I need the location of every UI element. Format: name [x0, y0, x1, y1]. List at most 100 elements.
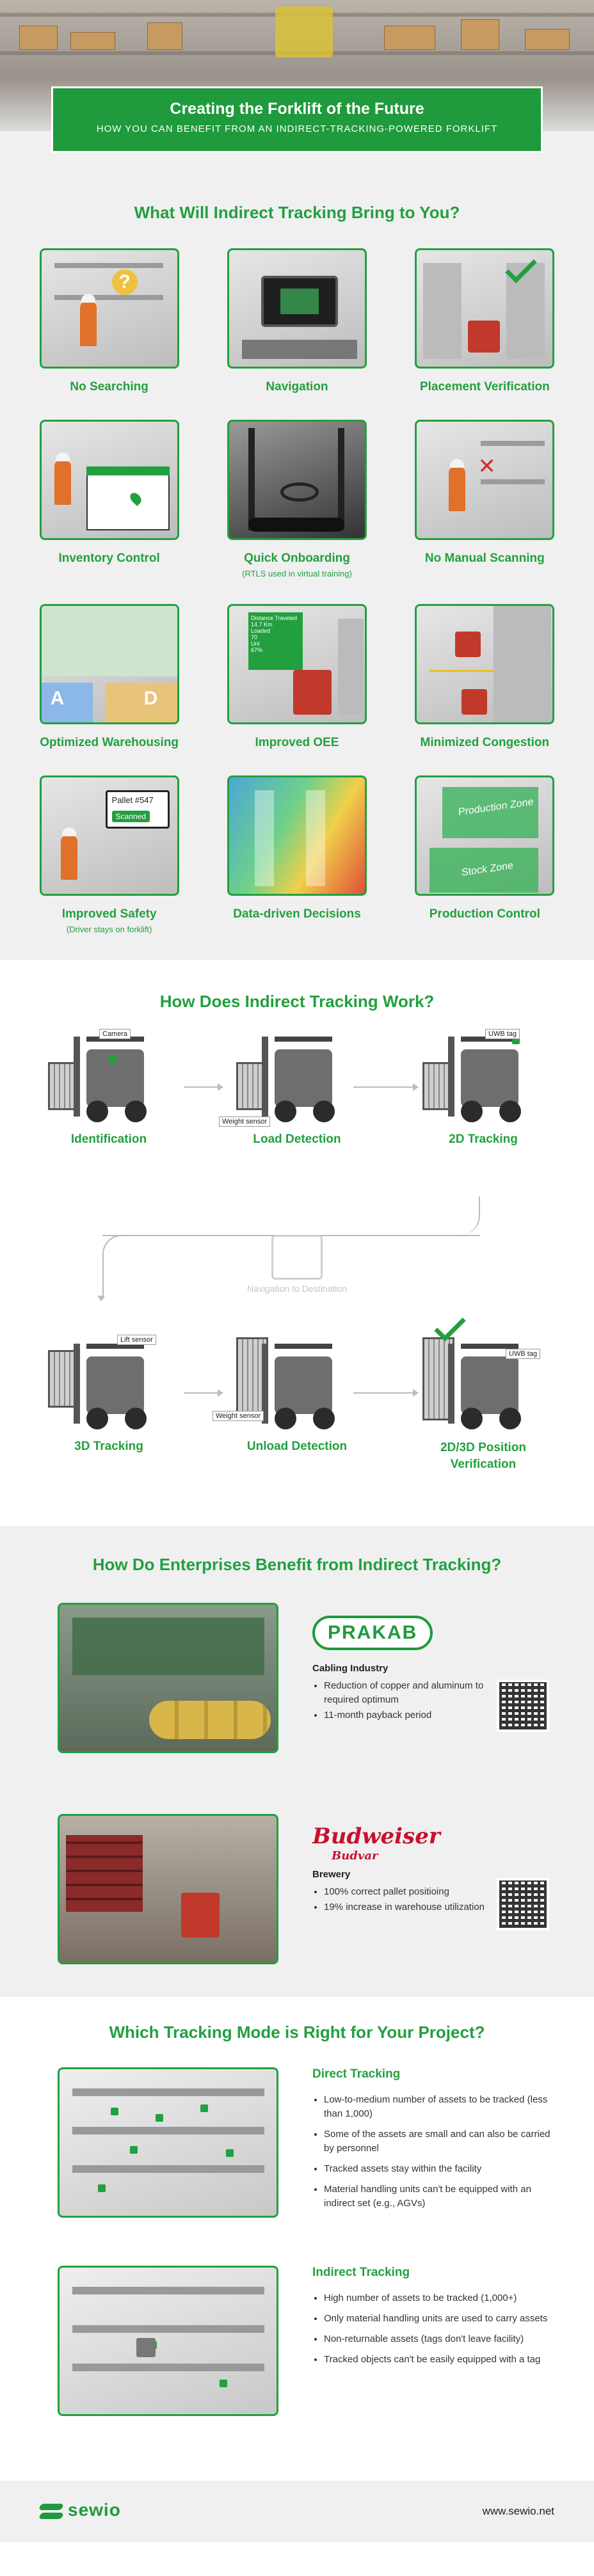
arrow-icon — [353, 1083, 419, 1091]
navigation-label: Navigation to Destination — [247, 1284, 347, 1294]
benefit-card: Quick Onboarding (RTLS used in virtual t… — [203, 420, 390, 578]
benefits-section: What Will Indirect Tracking Bring to You… — [0, 131, 594, 960]
connector-line — [102, 1235, 122, 1299]
minimized-congestion-image — [415, 604, 555, 724]
sewio-logo-icon — [40, 2502, 63, 2520]
improved-oee-image: Distance Traveled 14.7 Km Loaded 70 Unl … — [227, 604, 367, 724]
benefit-label: Production Control — [429, 907, 540, 921]
list-item: Low-to-medium number of assets to be tra… — [324, 2093, 562, 2121]
budvar-logo-text: Budvar — [332, 1849, 378, 1863]
list-item: 19% increase in warehouse utilization — [324, 1900, 485, 1914]
benefit-card: Inventory Control — [15, 420, 203, 578]
qr-code[interactable] — [497, 1878, 549, 1930]
box — [70, 32, 115, 50]
placement-verification-image — [415, 248, 555, 369]
weight-sensor-label: Weight sensor — [213, 1411, 264, 1421]
benefit-card: Data-driven Decisions — [203, 775, 390, 934]
step-identification: Identification — [35, 1030, 182, 1147]
step-label: Unload Detection — [246, 1440, 348, 1453]
indirect-tracking-info: Indirect Tracking High number of assets … — [312, 2266, 562, 2373]
forklift-illustration — [48, 1030, 170, 1126]
list-item: Only material handling units are used to… — [324, 2312, 562, 2326]
arrow-icon — [184, 1389, 223, 1397]
benefit-card: Navigation — [203, 248, 390, 394]
direct-tracking-image — [58, 2067, 278, 2218]
sewio-logo-text: sewio — [68, 2500, 121, 2520]
budweiser-logo-text: Budweiser — [312, 1824, 440, 1849]
indirect-tracking-image — [58, 2266, 278, 2416]
step-position-verification: 2D/3D Position Verification — [410, 1310, 557, 1473]
pallet-label: Pallet #547 — [111, 795, 154, 805]
step-2d-tracking: 2D Tracking — [410, 1030, 557, 1147]
benefit-label: Optimized Warehousing — [40, 736, 179, 749]
industry-label: Brewery — [312, 1869, 351, 1880]
box — [19, 26, 58, 50]
box — [384, 26, 435, 50]
forklift-photo — [275, 6, 333, 58]
benefit-list: 100% correct pallet positioing 19% incre… — [312, 1885, 485, 1914]
indirect-tracking-title: Indirect Tracking — [312, 2266, 410, 2279]
step-label: Load Detection — [253, 1133, 341, 1146]
budweiser-info: Budweiser Budvar Brewery 100% correct pa… — [312, 1824, 562, 1930]
website-link[interactable]: www.sewio.net — [482, 2505, 554, 2517]
box — [525, 29, 570, 50]
forklift-illustration — [48, 1337, 170, 1433]
benefit-note: (Driver stays on forklift) — [66, 925, 152, 934]
forklift-illustration — [236, 1337, 358, 1433]
scanned-badge: Scanned — [111, 811, 150, 822]
cross-icon: ✕ — [478, 454, 496, 479]
oee-panel: Distance Traveled 14.7 Km Loaded 70 Unl … — [248, 612, 303, 670]
weight-sensor-label: Weight sensor — [219, 1117, 271, 1127]
step-3d-tracking: 3D Tracking — [35, 1337, 182, 1454]
step-label: 2D/3D Position Verification — [440, 1441, 527, 1471]
box — [147, 22, 182, 50]
list-item: Some of the assets are small and can als… — [324, 2127, 562, 2156]
forklift-illustration — [422, 1310, 544, 1433]
forklift-illustration — [236, 1030, 358, 1126]
direct-tracking-info: Direct Tracking Low-to-medium number of … — [312, 2067, 562, 2217]
arrow-icon — [184, 1083, 223, 1091]
benefit-card: Minimized Congestion — [391, 604, 579, 750]
direct-tracking-list: Low-to-medium number of assets to be tra… — [312, 2093, 562, 2211]
benefit-label: Inventory Control — [58, 552, 160, 565]
sewio-logo[interactable]: sewio — [40, 2500, 121, 2520]
benefit-card: ? No Searching — [15, 248, 203, 394]
benefit-note: (RTLS used in virtual training) — [242, 569, 352, 578]
prakab-photo — [58, 1603, 278, 1753]
enterprises-title: How Do Enterprises Benefit from Indirect… — [92, 1555, 502, 1574]
navigation-image — [227, 248, 367, 369]
lift-sensor-label: Lift sensor — [117, 1335, 156, 1345]
no-manual-scanning-image: ✕ — [415, 420, 555, 540]
camera-label: Camera — [99, 1029, 131, 1039]
zone-a-label: A — [50, 688, 65, 709]
benefit-label: Placement Verification — [419, 380, 550, 394]
benefit-card: A D Optimized Warehousing — [15, 604, 203, 750]
list-item: 11-month payback period — [324, 1708, 485, 1722]
prakab-info: PRAKAB Cabling Industry Reduction of cop… — [312, 1616, 562, 1732]
how-title: How Does Indirect Tracking Work? — [159, 992, 435, 1011]
benefits-title: What Will Indirect Tracking Bring to You… — [134, 203, 460, 222]
page-subtitle: HOW YOU CAN BENEFIT FROM AN INDIRECT-TRA… — [96, 123, 498, 134]
step-label: 2D Tracking — [449, 1133, 518, 1146]
benefit-card: Production Zone Stock Zone Production Co… — [391, 775, 579, 934]
question-icon: ? — [111, 269, 138, 295]
list-item: Material handling units can't be equippe… — [324, 2182, 562, 2211]
quick-onboarding-image — [227, 420, 367, 540]
how-it-works-section: How Does Indirect Tracking Work? Identif… — [0, 960, 594, 1526]
qr-code[interactable] — [497, 1680, 549, 1732]
step-label: Identification — [70, 1133, 147, 1146]
benefit-card: ✕ No Manual Scanning — [391, 420, 579, 578]
benefit-card: Distance Traveled 14.7 Km Loaded 70 Unl … — [203, 604, 390, 750]
data-driven-decisions-image — [227, 775, 367, 896]
list-item: Reduction of copper and aluminum to requ… — [324, 1679, 485, 1707]
connector-line — [102, 1197, 480, 1235]
forklift-illustration — [422, 1030, 544, 1126]
budweiser-photo — [58, 1814, 278, 1964]
benefits-grid: ? No Searching Navigation Placement Veri… — [15, 248, 579, 934]
benefit-label: Navigation — [266, 380, 328, 394]
indirect-tracking-list: High number of assets to be tracked (1,0… — [312, 2291, 562, 2367]
modes-title: Which Tracking Mode is Right for Your Pr… — [109, 2023, 485, 2042]
list-item: Tracked objects can't be easily equipped… — [324, 2353, 562, 2367]
production-control-image: Production Zone Stock Zone — [415, 775, 555, 896]
list-item: Non-returnable assets (tags don't leave … — [324, 2332, 562, 2346]
